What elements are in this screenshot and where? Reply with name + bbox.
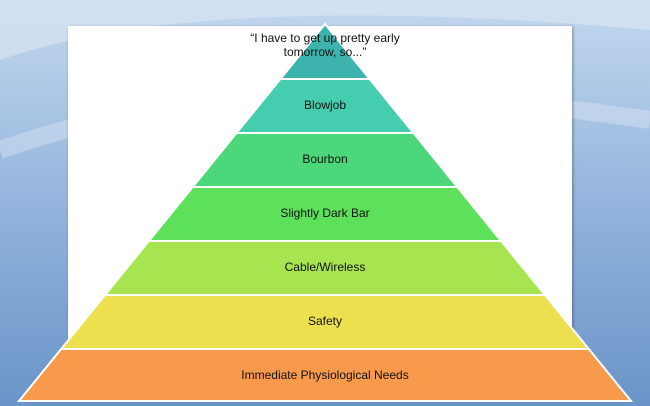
tier-6-label: Safety xyxy=(307,314,343,328)
tier-4-label: Slightly Dark Bar xyxy=(280,206,370,220)
tier-2-label: Blowjob xyxy=(303,98,347,112)
tier-7-shape xyxy=(16,348,634,402)
tier-1-label: “I have to get up pretty early tomorrow,… xyxy=(250,31,400,59)
tier-7-label: Immediate Physiological Needs xyxy=(241,368,409,382)
tier-3-label: Bourbon xyxy=(302,152,348,166)
tier-5-label: Cable/Wireless xyxy=(284,260,366,274)
